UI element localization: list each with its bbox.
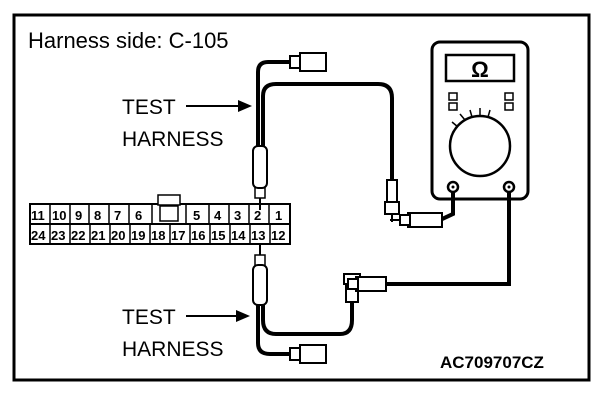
meter-button <box>448 102 458 111</box>
pin-label: 24 <box>31 228 46 243</box>
pin-label: 21 <box>91 228 105 243</box>
pin-label-highlighted: 2 <box>254 208 261 223</box>
meter-lead-ohm <box>347 192 511 292</box>
dial-ticks <box>451 108 491 128</box>
connector-lock-tab <box>157 194 181 206</box>
test-harness-upper <box>252 52 400 222</box>
pin-label: 19 <box>131 228 145 243</box>
figure-code: AC709707CZ <box>440 353 544 372</box>
meter-button <box>504 102 514 111</box>
pin-label: 10 <box>52 208 66 223</box>
pin-label: 22 <box>71 228 85 243</box>
pin-label: 11 <box>31 208 45 223</box>
test-label-upper: TEST <box>122 96 176 119</box>
pin-label: 3 <box>234 208 241 223</box>
pin-label: 18 <box>151 228 165 243</box>
ohm-icon: Ω <box>471 57 489 82</box>
meter-button <box>448 92 458 101</box>
pin-label: 8 <box>94 208 101 223</box>
pin-label: 20 <box>111 228 125 243</box>
test-harness-lower <box>252 244 361 364</box>
test-label-lower: TEST <box>122 306 176 329</box>
pin-label: 16 <box>191 228 205 243</box>
harness-label-lower: HARNESS <box>122 338 224 361</box>
meter-lead-com <box>390 192 455 228</box>
arrow-upper <box>186 100 252 112</box>
pin-label: 1 <box>275 208 282 223</box>
title: Harness side: C-105 <box>28 28 229 53</box>
multimeter-display <box>444 53 516 83</box>
arrow-lower <box>186 310 250 322</box>
pin-label: 12 <box>271 228 285 243</box>
pin-label: 15 <box>211 228 225 243</box>
diagram-border <box>12 13 591 382</box>
pin-label: 6 <box>135 208 142 223</box>
pin-label-highlighted: 13 <box>251 228 265 243</box>
pin-label: 17 <box>171 228 185 243</box>
pin-label: 9 <box>75 208 82 223</box>
pin-label: 23 <box>51 228 65 243</box>
multimeter: Ω <box>430 40 530 201</box>
meter-dial <box>448 114 512 178</box>
connector-c105: 11 10 9 8 7 6 5 4 3 2 1 24 23 22 21 20 1… <box>29 194 291 245</box>
pin-label: 7 <box>114 208 121 223</box>
harness-label-upper: HARNESS <box>122 128 224 151</box>
pin-label: 14 <box>231 228 246 243</box>
pin-label: 4 <box>214 208 222 223</box>
meter-button <box>504 92 514 101</box>
connector-blank-cavity <box>159 205 179 222</box>
pin-label: 5 <box>193 208 200 223</box>
